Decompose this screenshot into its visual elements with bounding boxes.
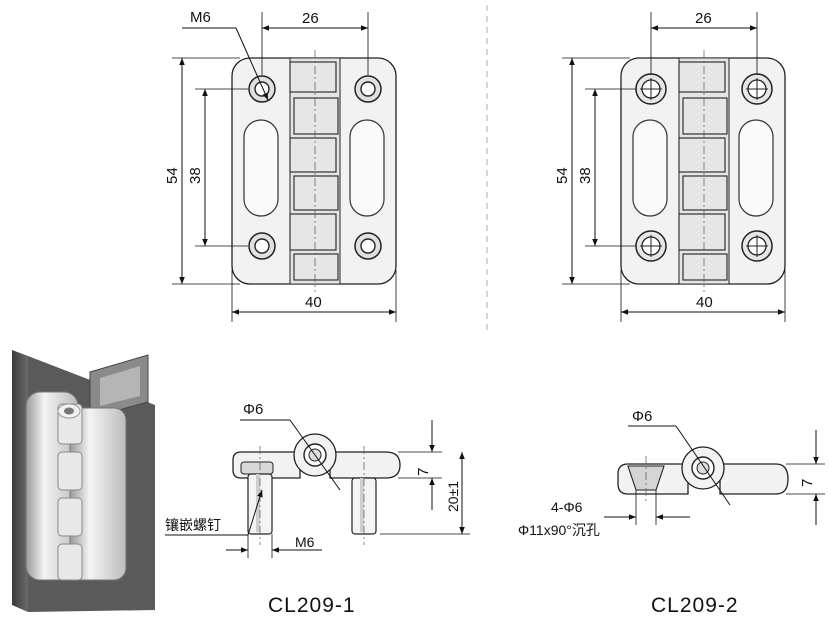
dim-height-outer-2: 54: [554, 167, 571, 184]
side-view-cl209-2: [617, 446, 789, 502]
thread-label-m6-side: M6: [295, 534, 315, 550]
stud-label: 镶嵌螺钉: [165, 517, 221, 533]
side-view-cl209-1: [232, 433, 401, 545]
caption-cl209-2: CL209-2: [651, 594, 739, 617]
dim-height-20-side-1: 20±1: [445, 481, 461, 512]
dim-height-outer-1: 54: [164, 167, 181, 184]
thread-label-m6-top: M6: [190, 9, 211, 26]
top-view-cl209-2: [620, 50, 786, 292]
dim-height-7-side-1: 7: [415, 468, 432, 476]
top-view-cl209-1: [231, 50, 397, 292]
caption-cl209-1: CL209-1: [268, 594, 356, 617]
dimensions-side-1: Φ6 7 20±1 镶嵌螺钉 M6: [165, 401, 470, 558]
dimensions-side-2: Φ6 7 4-Φ6 Φ11x90°沉孔: [518, 408, 825, 538]
hole-label: 4-Φ6: [551, 499, 583, 515]
dim-width-bottom-1: 40: [305, 294, 322, 311]
dim-width-bottom-2: 40: [696, 294, 713, 311]
dim-height-7-side-2: 7: [799, 479, 816, 487]
dimensions-view-2: 26 54 38 40: [554, 10, 786, 322]
countersink-label: Φ11x90°沉孔: [518, 522, 600, 538]
dim-height-inner-1: 38: [187, 167, 204, 184]
dimensions-view-1: 26 M6 54 38 40: [164, 9, 397, 322]
pin-dia-label-1: Φ6: [243, 401, 263, 418]
hinge-3d-render: [12, 350, 155, 612]
dim-width-top-1: 26: [302, 10, 319, 27]
dim-width-top-2: 26: [695, 10, 712, 27]
dim-height-inner-2: 38: [577, 167, 594, 184]
pin-dia-label-2: Φ6: [632, 408, 652, 425]
